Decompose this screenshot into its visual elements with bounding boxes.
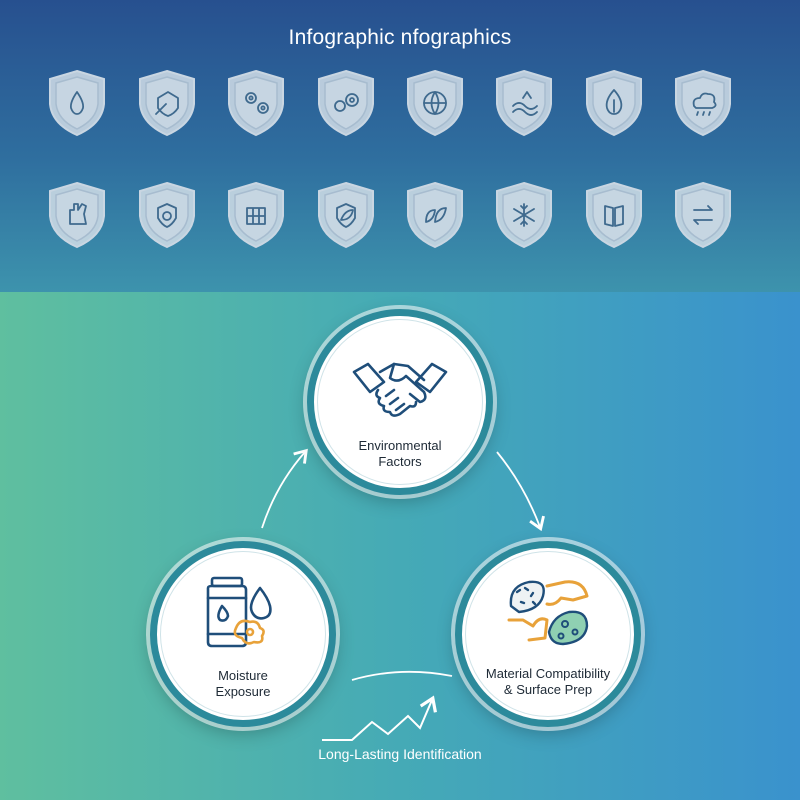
- node-label-line1: Moisture: [218, 668, 268, 683]
- leaves-icon[interactable]: [404, 180, 466, 250]
- grid-cross-icon[interactable]: [225, 180, 287, 250]
- node-material-compatibility[interactable]: Material Compatibility & Surface Prep: [455, 541, 641, 727]
- globe-icon[interactable]: [404, 68, 466, 138]
- node-moisture-exposure[interactable]: Moisture Exposure: [150, 541, 336, 727]
- node-label-line1: Environmental: [358, 438, 442, 453]
- container-droplet-icon: [198, 574, 288, 655]
- shield-leaf-icon[interactable]: [315, 180, 377, 250]
- snowflake-icon[interactable]: [493, 180, 555, 250]
- handshake-icon: [350, 350, 450, 425]
- gears-icon[interactable]: [225, 68, 287, 138]
- water-drop-icon[interactable]: [46, 68, 108, 138]
- shield-check-icon[interactable]: [136, 180, 198, 250]
- node-label-line1: Material Compatibility: [485, 666, 611, 681]
- shield-umbrella-icon[interactable]: [136, 68, 198, 138]
- panel-book-icon[interactable]: [583, 180, 645, 250]
- hand-glove-icon[interactable]: [46, 180, 108, 250]
- cycle-caption: Long-Lasting Identification: [318, 746, 482, 762]
- header-band: [0, 0, 800, 292]
- cloud-rain-icon[interactable]: [672, 68, 734, 138]
- flame-icon[interactable]: [583, 68, 645, 138]
- material-layers-icon: [503, 576, 593, 653]
- node-environmental-factors[interactable]: Environmental Factors: [307, 309, 493, 495]
- wave-icon[interactable]: [493, 68, 555, 138]
- node-label-line2: Factors: [378, 454, 422, 469]
- node-label-line2: & Surface Prep: [503, 682, 593, 697]
- node-label-line2: Exposure: [215, 684, 271, 699]
- arrows-swap-icon[interactable]: [672, 180, 734, 250]
- page-title: Infographic nfographics: [288, 26, 512, 49]
- gear-cluster-icon[interactable]: [315, 68, 377, 138]
